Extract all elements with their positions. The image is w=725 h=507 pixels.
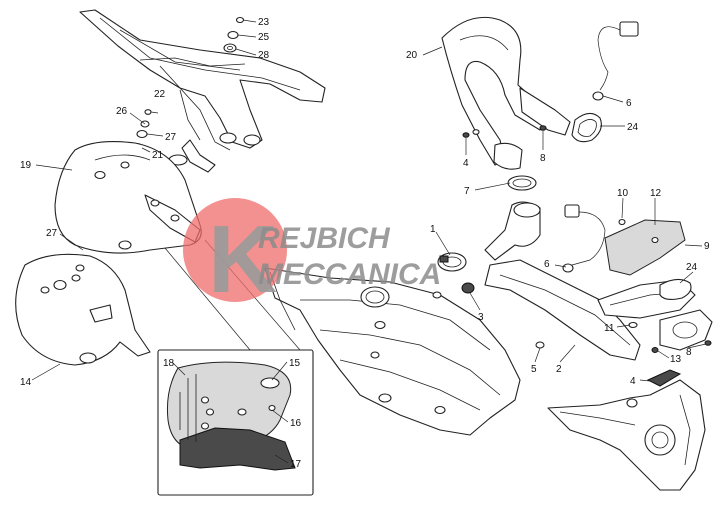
- callout-6-upper: 6: [626, 98, 632, 109]
- callout-8-upper: 8: [540, 153, 546, 164]
- callout-13: 13: [670, 354, 682, 365]
- callout-27-lower: 27: [46, 228, 58, 239]
- watermark: K REJBICH MECCANICA: [183, 198, 441, 313]
- lambda-sensor-upper: [592, 21, 639, 101]
- callout-labels: 23 25 28 22 26 27 21 19 27 14 18 15 16 1…: [20, 17, 710, 470]
- callout-17: 17: [290, 459, 302, 470]
- callout-24-lower: 24: [686, 262, 698, 273]
- callout-9: 9: [704, 241, 710, 252]
- callout-2: 2: [556, 364, 562, 375]
- leader-lines: [31, 19, 707, 464]
- callout-18: 18: [163, 358, 175, 369]
- callout-3: 3: [478, 312, 484, 323]
- silencer-body: [264, 267, 521, 436]
- callout-6-lower: 6: [544, 259, 550, 270]
- frame-part: [79, 9, 326, 173]
- exhaust-pipe-upper: [441, 16, 571, 170]
- callout-28: 28: [258, 50, 270, 61]
- gasket-upper: [571, 112, 602, 143]
- callout-23: 23: [258, 17, 270, 28]
- callout-19: 19: [20, 160, 32, 171]
- collector-flange: [651, 309, 713, 353]
- watermark-line-1: REJBICH: [258, 222, 391, 255]
- heat-shield-outer: [54, 141, 202, 254]
- callout-20: 20: [406, 50, 418, 61]
- callout-5: 5: [531, 364, 537, 375]
- callout-4-lower: 4: [630, 376, 636, 387]
- callout-22: 22: [154, 89, 166, 100]
- watermark-line-2: MECCANICA: [258, 258, 441, 291]
- cover-plate-upper: [604, 219, 686, 276]
- clamp-and-cap: [437, 252, 475, 294]
- callout-25: 25: [258, 32, 270, 43]
- heat-shield-inner: [15, 253, 151, 366]
- callout-26: 26: [116, 106, 128, 117]
- callout-16: 16: [290, 418, 302, 429]
- callout-14: 14: [20, 377, 32, 388]
- callout-15: 15: [289, 358, 301, 369]
- callout-10: 10: [617, 188, 629, 199]
- callout-7: 7: [464, 186, 470, 197]
- screw-washer-stack-top: [223, 16, 245, 53]
- middle-pipe-and-clamp: [484, 175, 641, 361]
- mounting-bracket-clip: [646, 369, 682, 387]
- callout-27-upper: 27: [165, 132, 177, 143]
- callout-21: 21: [152, 150, 164, 161]
- callout-24-upper: 24: [627, 122, 639, 133]
- watermark-logo-circle: [183, 198, 287, 302]
- callout-12: 12: [650, 188, 662, 199]
- mounting-bracket-lower: [547, 379, 706, 491]
- callout-8-lower: 8: [686, 347, 692, 358]
- lambda-sensor-lower: [562, 204, 606, 273]
- screws-upper: [462, 125, 547, 138]
- callout-11: 11: [604, 323, 615, 334]
- callout-1: 1: [430, 224, 436, 235]
- gasket-lower: [659, 278, 692, 301]
- callout-4-upper: 4: [463, 158, 469, 169]
- detail-inset: [157, 239, 314, 496]
- watermark-logo-letter: K: [208, 206, 277, 313]
